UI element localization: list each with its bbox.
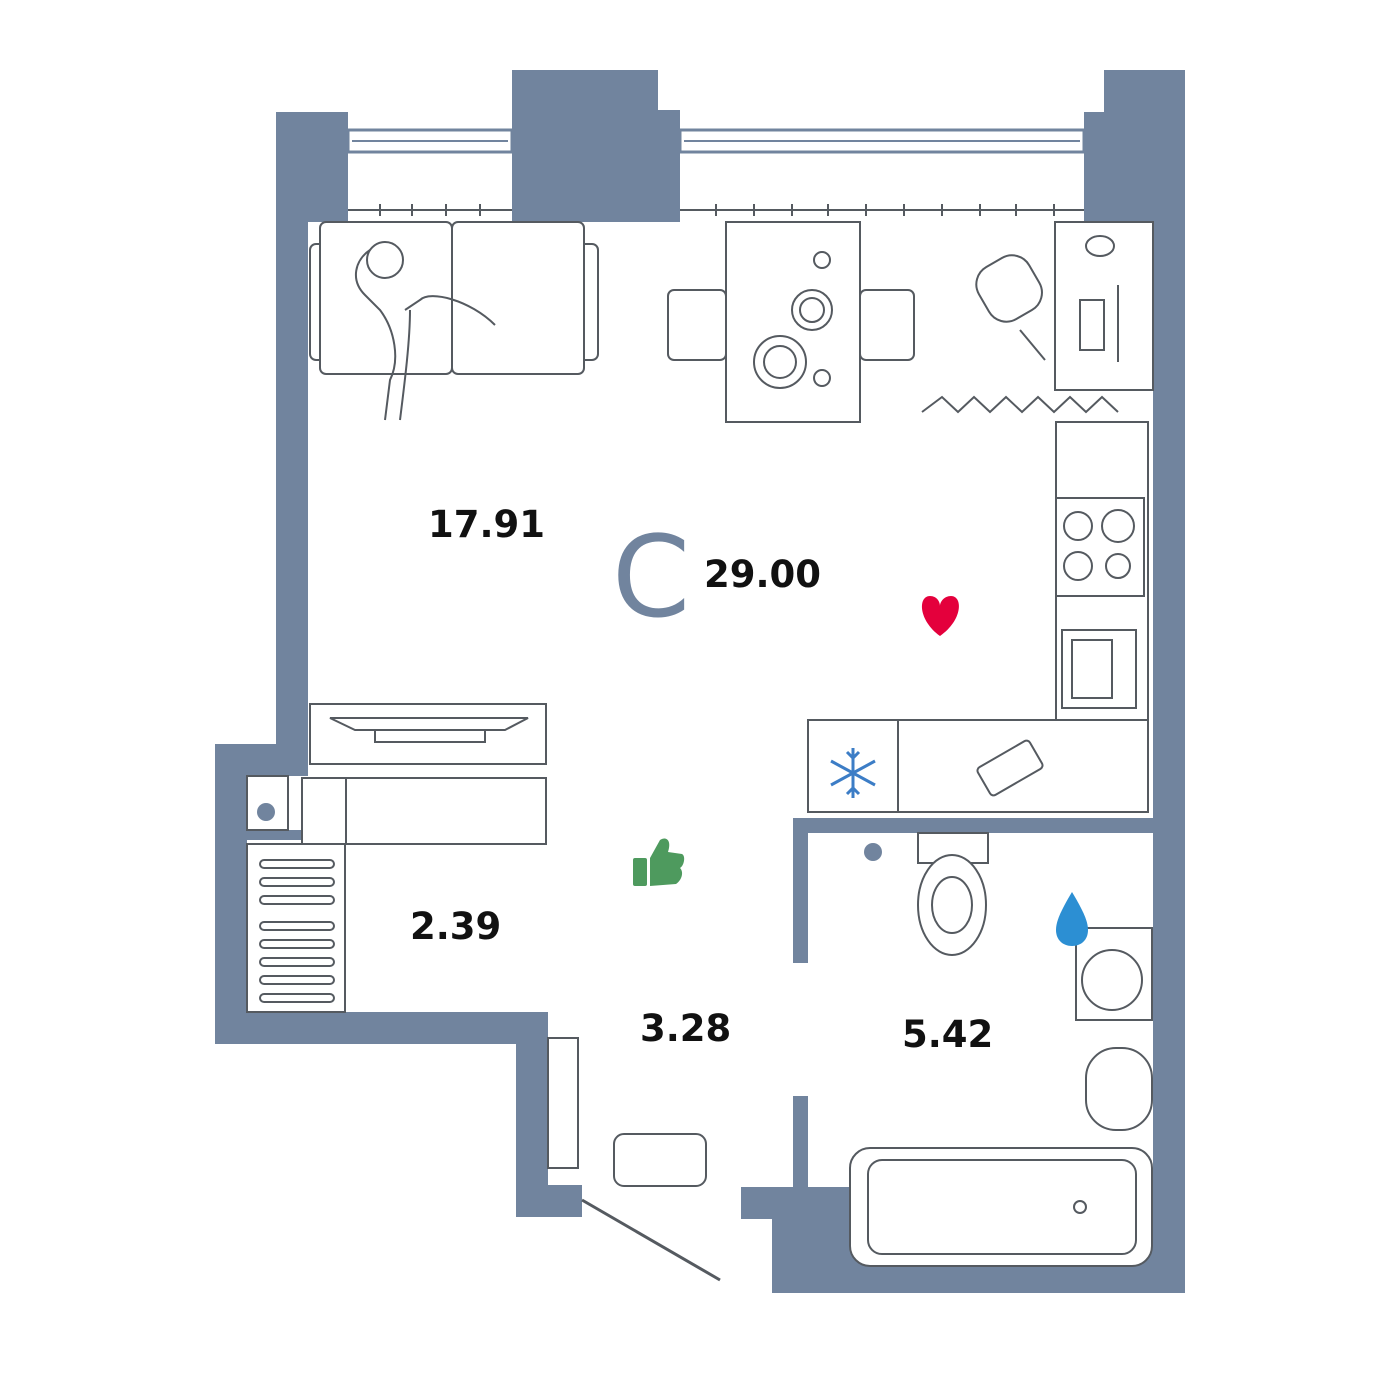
- living-room-area-label: 17.91: [428, 503, 546, 546]
- bathroom-fixtures: [849, 832, 1153, 1267]
- sofa: [309, 221, 599, 421]
- dining-table: [667, 221, 915, 423]
- snowflake-icon: [830, 748, 876, 798]
- total-area-label: 29.00: [704, 553, 822, 596]
- hallway-items: [547, 1037, 721, 1282]
- windows: [346, 128, 1086, 211]
- kitchen: [807, 421, 1149, 813]
- bathroom-area-label: 5.42: [902, 1013, 994, 1056]
- water-drop-icon: [1056, 892, 1088, 946]
- apartment-type-letter: С: [612, 513, 691, 643]
- tv-unit: [309, 703, 547, 765]
- wardrobe: [246, 775, 547, 1013]
- desk: [975, 221, 1154, 391]
- curtain: [921, 395, 1119, 414]
- wardrobe-area-label: 2.39: [410, 905, 502, 948]
- hallway-area-label: 3.28: [640, 1007, 732, 1050]
- walls: [215, 70, 1185, 1293]
- radiator-marks: [379, 204, 1055, 216]
- heart-icon: [921, 596, 959, 636]
- thumbs-up-icon: [633, 838, 685, 886]
